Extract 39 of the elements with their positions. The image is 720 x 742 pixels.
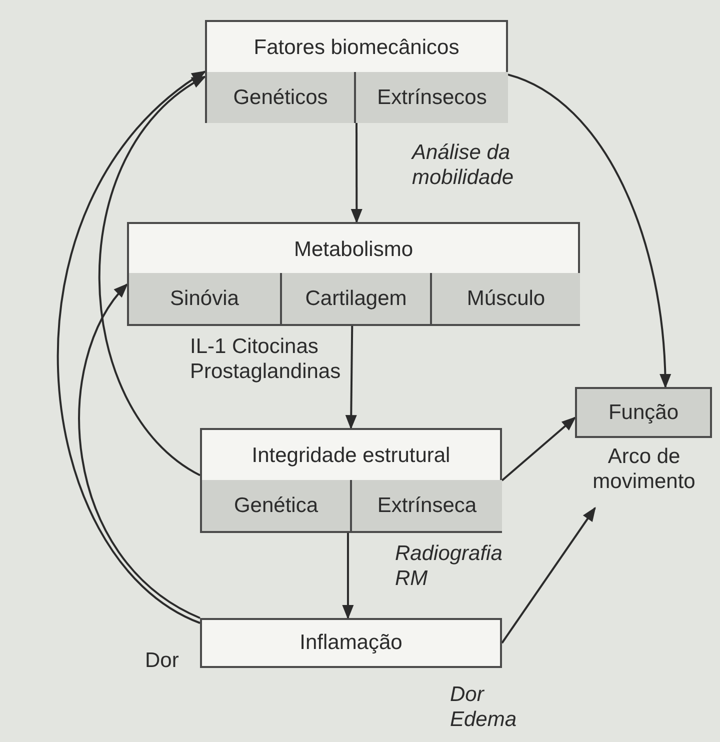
arrow [350, 123, 362, 224]
box-text: Fatores biomecânicos [254, 36, 460, 60]
table-cell [280, 273, 430, 324]
edge-label: Análise da mobilidade [412, 140, 515, 190]
arrow [57, 70, 206, 624]
table-cell [207, 72, 354, 123]
box-text: Genéticos [233, 86, 328, 110]
box-text: Inflamação [300, 631, 402, 655]
process-box [127, 222, 580, 326]
edge-label: Radiografia RM [395, 541, 502, 592]
box-text: Extrínseca [377, 494, 477, 518]
result-box [575, 387, 712, 438]
box-text: Função [608, 400, 679, 424]
table-cell [202, 480, 350, 531]
side-note: Dor [145, 648, 179, 674]
arrow [501, 416, 576, 482]
arrow [501, 506, 596, 644]
box-text: Sinóvia [170, 286, 239, 310]
edge-label: IL-1 Citocinas Prostaglandinas [190, 334, 342, 384]
box-text: Músculo [466, 286, 546, 310]
arrow [78, 283, 200, 619]
box-text: Integridade estrutural [252, 444, 450, 468]
box-text: Genética [234, 494, 318, 518]
table-cell [129, 273, 280, 324]
arrow [342, 533, 354, 620]
arrow [98, 76, 206, 476]
side-note: Dor Edema [450, 682, 518, 732]
process-box [200, 618, 502, 668]
table-cell [430, 273, 580, 324]
table-cell [354, 72, 508, 123]
box-text: Cartilagem [305, 286, 407, 310]
box-text: Extrínsecos [377, 86, 487, 110]
table-cell [350, 480, 502, 531]
arrow [508, 74, 671, 388]
side-note: Arco de movimento [592, 444, 696, 494]
process-box [205, 20, 508, 123]
arrow [345, 326, 357, 430]
process-box [200, 428, 502, 533]
box-text: Metabolismo [294, 238, 414, 262]
